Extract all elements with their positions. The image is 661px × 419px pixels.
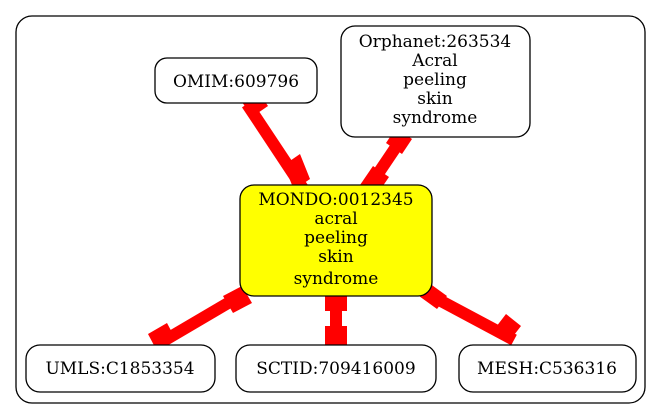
node-center: MONDO:0012345 acral peeling skin syndrom… — [239, 184, 433, 297]
node-orphanet-line-3: peeling — [403, 70, 467, 90]
node-omim-label: OMIM:609796 — [173, 72, 299, 92]
node-sctid-label: SCTID:709416009 — [256, 359, 415, 379]
edges — [148, 91, 521, 352]
node-mesh-label: MESH:C536316 — [477, 359, 617, 379]
node-center-line-3: peeling — [304, 228, 368, 248]
node-orphanet-line-1: Orphanet:263534 — [359, 32, 512, 52]
node-mesh: MESH:C536316 — [458, 344, 637, 393]
node-center-line-5: syndrome — [294, 269, 379, 289]
node-orphanet-line-4: skin — [417, 89, 452, 109]
node-umls: UMLS:C1853354 — [25, 344, 216, 393]
node-orphanet-line-5: syndrome — [393, 108, 478, 128]
edge-center-umls — [148, 286, 252, 352]
node-orphanet-line-2: Acral — [411, 51, 458, 71]
node-center-line-4: skin — [318, 247, 353, 267]
node-sctid: SCTID:709416009 — [235, 344, 437, 393]
node-center-line-1: MONDO:0012345 — [258, 190, 413, 210]
node-omim: OMIM:609796 — [154, 57, 318, 104]
node-umls-label: UMLS:C1853354 — [45, 359, 194, 379]
node-center-line-2: acral — [314, 209, 357, 229]
node-orphanet: Orphanet:263534 Acral peeling skin syndr… — [340, 25, 531, 138]
